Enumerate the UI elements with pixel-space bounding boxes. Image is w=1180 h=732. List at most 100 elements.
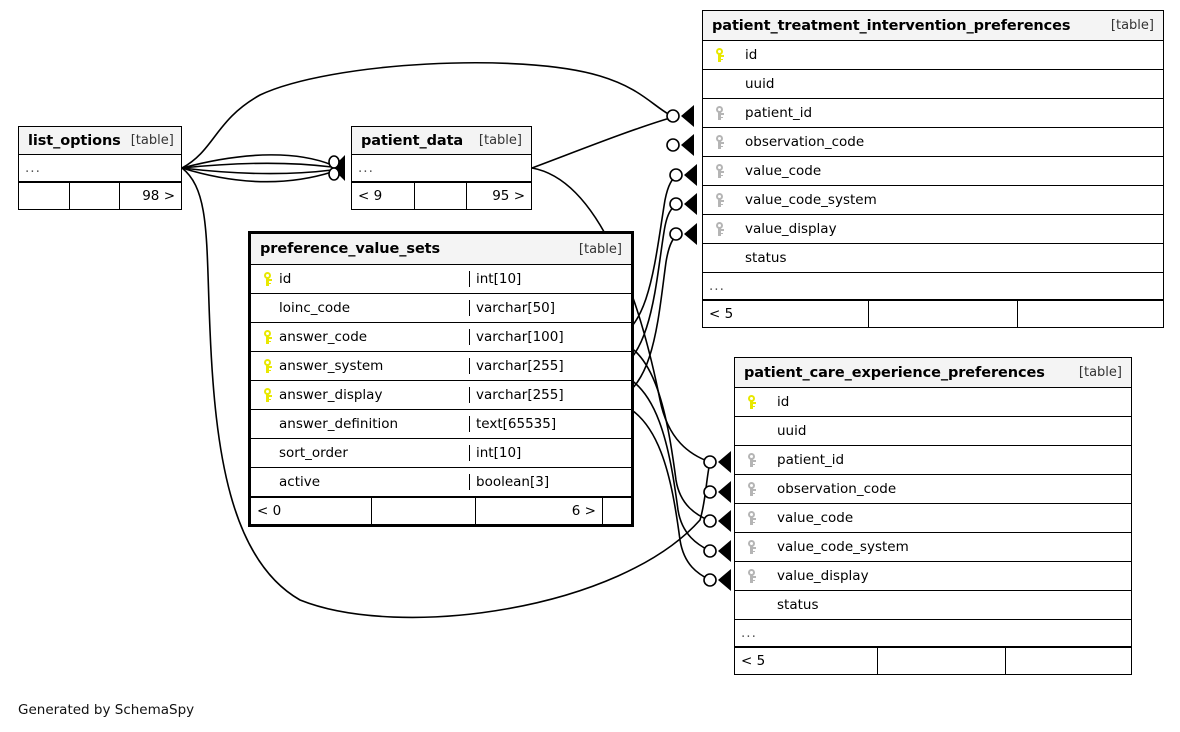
column-name-cell: value_display [735, 568, 1131, 584]
table-footer-patient-care-experience-preferences: < 5 [735, 647, 1131, 674]
column-name-cell: value_code_system [703, 192, 1163, 208]
table-row[interactable]: active boolean[3] [251, 468, 631, 497]
column-label: id [745, 47, 758, 63]
table-row[interactable]: value_code [735, 504, 1131, 533]
footer-left: < 5 [741, 653, 766, 669]
table-row[interactable]: loinc_code varchar[50] [251, 294, 631, 323]
table-tag: [table] [478, 133, 522, 148]
key-slot [257, 330, 279, 344]
table-row[interactable]: value_code [703, 157, 1163, 186]
column-label: answer_definition [279, 416, 399, 432]
column-name-cell: answer_definition [251, 416, 469, 432]
table-row[interactable]: value_display [735, 562, 1131, 591]
table-patient-data[interactable]: patient_data [table] ... < 9 95 > [351, 126, 532, 210]
table-row[interactable]: patient_id [735, 446, 1131, 475]
column-label: patient_id [745, 105, 813, 121]
table-row[interactable]: ... [19, 155, 181, 182]
table-footer-patient-treatment-intervention-preferences: < 5 [703, 300, 1163, 327]
footer-stub [602, 498, 631, 524]
key-slot [709, 193, 731, 207]
foreign-key-icon [747, 453, 757, 467]
crowfoot-treatment-value-display [669, 223, 697, 245]
table-row[interactable]: id int[10] [251, 265, 631, 294]
foreign-key-icon [715, 135, 725, 149]
footer-mid [414, 183, 466, 209]
table-row[interactable]: value_display [703, 215, 1163, 244]
column-name-cell: loinc_code [251, 300, 469, 316]
column-name-cell: answer_code [251, 329, 469, 345]
key-slot [741, 482, 763, 496]
key-slot [741, 569, 763, 583]
table-preference-value-sets[interactable]: preference_value_sets [table] id int[10]… [248, 231, 634, 527]
table-row[interactable]: uuid [735, 417, 1131, 446]
column-label: value_code [777, 510, 854, 526]
table-row[interactable]: status [703, 244, 1163, 273]
key-slot [257, 272, 279, 286]
foreign-key-icon [747, 569, 757, 583]
table-row[interactable]: id [735, 388, 1131, 417]
column-type: int[10] [469, 445, 602, 461]
crowfoot-care-observation-code [703, 481, 731, 503]
column-type: varchar[100] [469, 329, 602, 345]
table-row[interactable]: uuid [703, 70, 1163, 99]
column-label: id [777, 394, 790, 410]
column-type: varchar[255] [469, 358, 602, 374]
table-header-patient-treatment-intervention-preferences: patient_treatment_intervention_preferenc… [703, 11, 1163, 41]
column-name-cell: id [735, 394, 1131, 410]
table-header-patient-data: patient_data [table] [352, 127, 531, 155]
primary-key-icon [263, 272, 273, 286]
column-label: answer_display [279, 387, 383, 403]
table-title: preference_value_sets [260, 241, 441, 257]
table-row[interactable]: ... [352, 155, 531, 182]
footer-mid [868, 301, 1017, 327]
table-row[interactable]: answer_definition text[65535] [251, 410, 631, 439]
table-title: patient_data [361, 132, 464, 149]
crowfoot-treatment-patient-id [666, 105, 694, 127]
table-row[interactable]: status [735, 591, 1131, 620]
column-name-cell: patient_id [703, 105, 1163, 121]
crowfoot-treatment-value-code-system [669, 193, 697, 215]
footer-mid [69, 183, 119, 209]
column-name-cell: uuid [735, 423, 1131, 439]
table-patient-treatment-intervention-preferences[interactable]: patient_treatment_intervention_preferenc… [702, 10, 1164, 328]
key-slot [257, 388, 279, 402]
column-type: varchar[255] [469, 387, 602, 403]
table-patient-care-experience-preferences[interactable]: patient_care_experience_preferences [tab… [734, 357, 1132, 675]
table-row[interactable]: sort_order int[10] [251, 439, 631, 468]
key-slot [741, 511, 763, 525]
table-list-options[interactable]: list_options [table] ... 98 > [18, 126, 182, 210]
table-row[interactable]: answer_system varchar[255] [251, 352, 631, 381]
table-row[interactable]: observation_code [735, 475, 1131, 504]
column-label: status [777, 597, 819, 613]
column-label: id [279, 271, 292, 287]
table-row[interactable]: id [703, 41, 1163, 70]
column-label: value_display [745, 221, 837, 237]
table-row[interactable]: value_code_system [735, 533, 1131, 562]
ellipsis-row-label: ... [25, 160, 41, 176]
footer-mid [371, 498, 475, 524]
footer-right: 95 > [466, 183, 531, 209]
ellipsis-row-label: ... [741, 625, 757, 641]
table-row[interactable]: answer_display varchar[255] [251, 381, 631, 410]
ellipsis-row-label: ... [709, 278, 725, 294]
table-row[interactable]: ... [735, 620, 1131, 647]
table-row[interactable]: ... [703, 273, 1163, 300]
table-row[interactable]: patient_id [703, 99, 1163, 128]
column-label: value_code_system [777, 539, 909, 555]
crowfoot-care-value-code-system [703, 540, 731, 562]
table-row[interactable]: answer_code varchar[100] [251, 323, 631, 352]
primary-key-icon [747, 395, 757, 409]
key-slot [709, 135, 731, 149]
primary-key-icon [263, 330, 273, 344]
table-row[interactable]: value_code_system [703, 186, 1163, 215]
column-label: answer_code [279, 329, 368, 345]
column-label: value_code [745, 163, 822, 179]
column-type: text[65535] [469, 416, 602, 432]
table-title: list_options [28, 132, 121, 149]
column-name-cell: answer_display [251, 387, 469, 403]
key-slot [709, 48, 731, 62]
column-name-cell: status [735, 597, 1131, 613]
column-label: uuid [777, 423, 807, 439]
column-type: boolean[3] [469, 474, 602, 490]
table-row[interactable]: observation_code [703, 128, 1163, 157]
